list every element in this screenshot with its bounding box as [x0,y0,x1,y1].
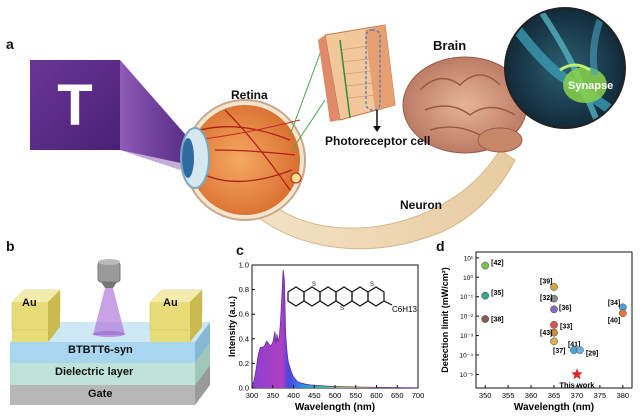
photoreceptor-label: Photoreceptor cell [325,134,431,148]
point-label: [32] [540,295,552,302]
retina-cross-section [318,24,396,132]
data-point [481,291,490,300]
au-right-label: Au [163,297,178,309]
data-point [550,337,558,346]
data-point [550,305,558,314]
point-label: [34] [608,300,620,307]
absorption-spectrum-chart: 300 350 400 450 500 550 600 650 700 0.0 0.2 0.4 0.6 0… [227,261,424,414]
light-beam-b [93,288,125,335]
dielectric-layer [10,363,195,385]
x-tick-label: 360 [525,391,538,400]
brain-label: Brain [433,38,467,53]
y-tick-label: 1.0 [239,261,249,270]
semiconductor-label: BTBTT6-syn [68,344,133,356]
point-label: [41] [568,342,580,349]
data-point [550,328,558,337]
x-tick-label: 370 [571,391,584,400]
point-label: [40] [608,318,620,325]
panel-letter-b: b [6,238,15,254]
semiconductor-layer [10,342,195,363]
x-tick-label: 365 [548,391,561,400]
gate-layer [10,385,195,405]
y-tick-label: 0.0 [239,384,249,393]
light-beam [120,60,195,170]
y-tick-label: 0.8 [239,285,249,294]
x-tick-label: 550 [349,391,362,400]
t-letter: T [57,73,92,138]
panel-c: 300 350 400 450 500 550 600 650 700 0.0 0.2 0.4 0.6 0… [227,261,424,414]
x-tick-label: 700 [412,391,425,400]
brain-illustration [402,56,528,154]
svg-text:S: S [370,282,374,288]
x-axis-label: Wavelength (nm) [295,402,375,413]
point-label: [33] [560,323,572,330]
spectrum-area [252,269,418,388]
y-tick-label: 10¹ [464,255,474,262]
x-tick-label: 355 [502,391,515,400]
x-tick-label: 650 [391,391,404,400]
data-point [550,283,558,291]
au-left-label: Au [22,297,37,309]
y-tick-label: 0.4 [239,334,249,343]
synapse-illustration [504,7,626,129]
point-label: [42] [491,260,503,267]
x-tick-label: 350 [266,391,279,400]
x-axis-label: Wavelength (nm) [514,402,594,413]
retina-label: Retina [231,88,268,102]
x-tick-label: 400 [287,391,300,400]
y-tick-label: 0.6 [239,310,249,319]
y-tick-label: 10⁻¹ [460,294,474,301]
x-tick-label: 450 [308,391,321,400]
eye-illustration [180,99,306,221]
y-tick-label: 10⁰ [463,274,473,282]
x-tick-label: 375 [594,391,607,400]
detection-limit-chart: 350 355 360 365 370 375 380 10¹ 10⁰ 10⁻¹ 10⁻² 10⁻³ 1… [440,251,633,413]
gate-label: Gate [88,388,113,400]
this-work-marker [571,368,583,380]
point-label: [29] [586,351,598,358]
y-tick-label: 10⁻² [460,314,474,321]
x-tick-label: 300 [246,391,259,400]
data-point [576,346,584,354]
dielectric-label: Dielectric layer [55,366,134,378]
y-tick-label: 0.2 [239,359,249,368]
data-point [618,309,627,318]
t-object [30,60,120,150]
synapse-label: Synapse [568,80,614,92]
point-label: [38] [491,317,503,324]
x-tick-label: 500 [329,391,342,400]
svg-text:S: S [340,306,344,312]
panel-b [10,259,210,405]
data-point [550,321,558,329]
x-tick-label: 350 [479,391,492,400]
panel-a: T [30,7,626,250]
molecule-structure [287,286,393,307]
y-tick-label: 10⁻³ [460,333,474,340]
annotation-label: This work [559,380,595,389]
panel-letter-c: c [236,242,244,258]
point-label: [37] [553,348,565,355]
point-label: [39] [540,278,552,285]
data-point [550,294,558,303]
y-axis-label: Detection limit (mW/cm²) [440,267,450,373]
svg-text:S: S [312,282,316,288]
x-tick-label: 380 [617,391,630,400]
data-point [481,261,490,270]
y-tick-label: 10⁻⁵ [460,372,474,379]
neuron-label: Neuron [400,198,442,212]
optic-nerve [254,149,516,250]
molecule-label: C6H13 [392,305,417,314]
data-point [481,315,490,323]
panel-d: 350 355 360 365 370 375 380 10¹ 10⁰ 10⁻¹ 10⁻² 10⁻³ 1… [440,251,633,413]
point-label: [43] [540,330,552,337]
panel-letter-a: a [6,36,14,52]
point-label: [36] [559,305,571,312]
panel-letter-d: d [436,238,445,254]
x-tick-label: 600 [370,391,383,400]
y-tick-label: 10⁻⁴ [460,352,474,359]
plot-frame [475,251,633,389]
point-label: [35] [491,290,503,297]
y-axis-label: Intensity (a.u.) [227,296,237,357]
